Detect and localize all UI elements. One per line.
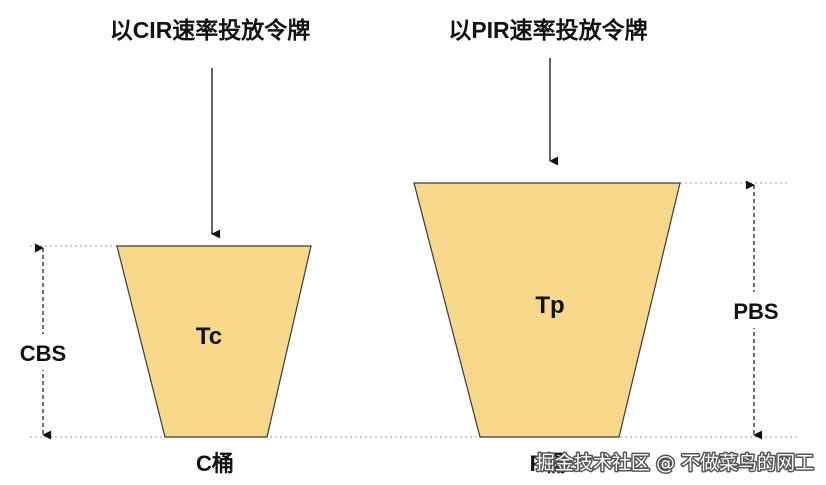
pir-rate-label: 以PIR速率投放令牌: [448, 17, 647, 43]
cbs-label-backdrop: [12, 334, 74, 370]
pbs-label-backdrop: [722, 292, 786, 328]
tp-label: Tp: [535, 292, 564, 319]
pbs-label: PBS: [733, 299, 778, 324]
c-bucket: [116, 245, 312, 438]
c-bucket-label: C桶: [196, 451, 234, 476]
p-bucket-label: P桶: [530, 451, 567, 476]
tc-label: Tc: [196, 323, 222, 350]
cbs-label: CBS: [20, 341, 66, 366]
cir-rate-label: 以CIR速率投放令牌: [110, 17, 311, 43]
p-bucket: [413, 182, 681, 438]
watermark-text: 掘金技术社区 @ 不做菜鸟的网工: [536, 452, 814, 474]
